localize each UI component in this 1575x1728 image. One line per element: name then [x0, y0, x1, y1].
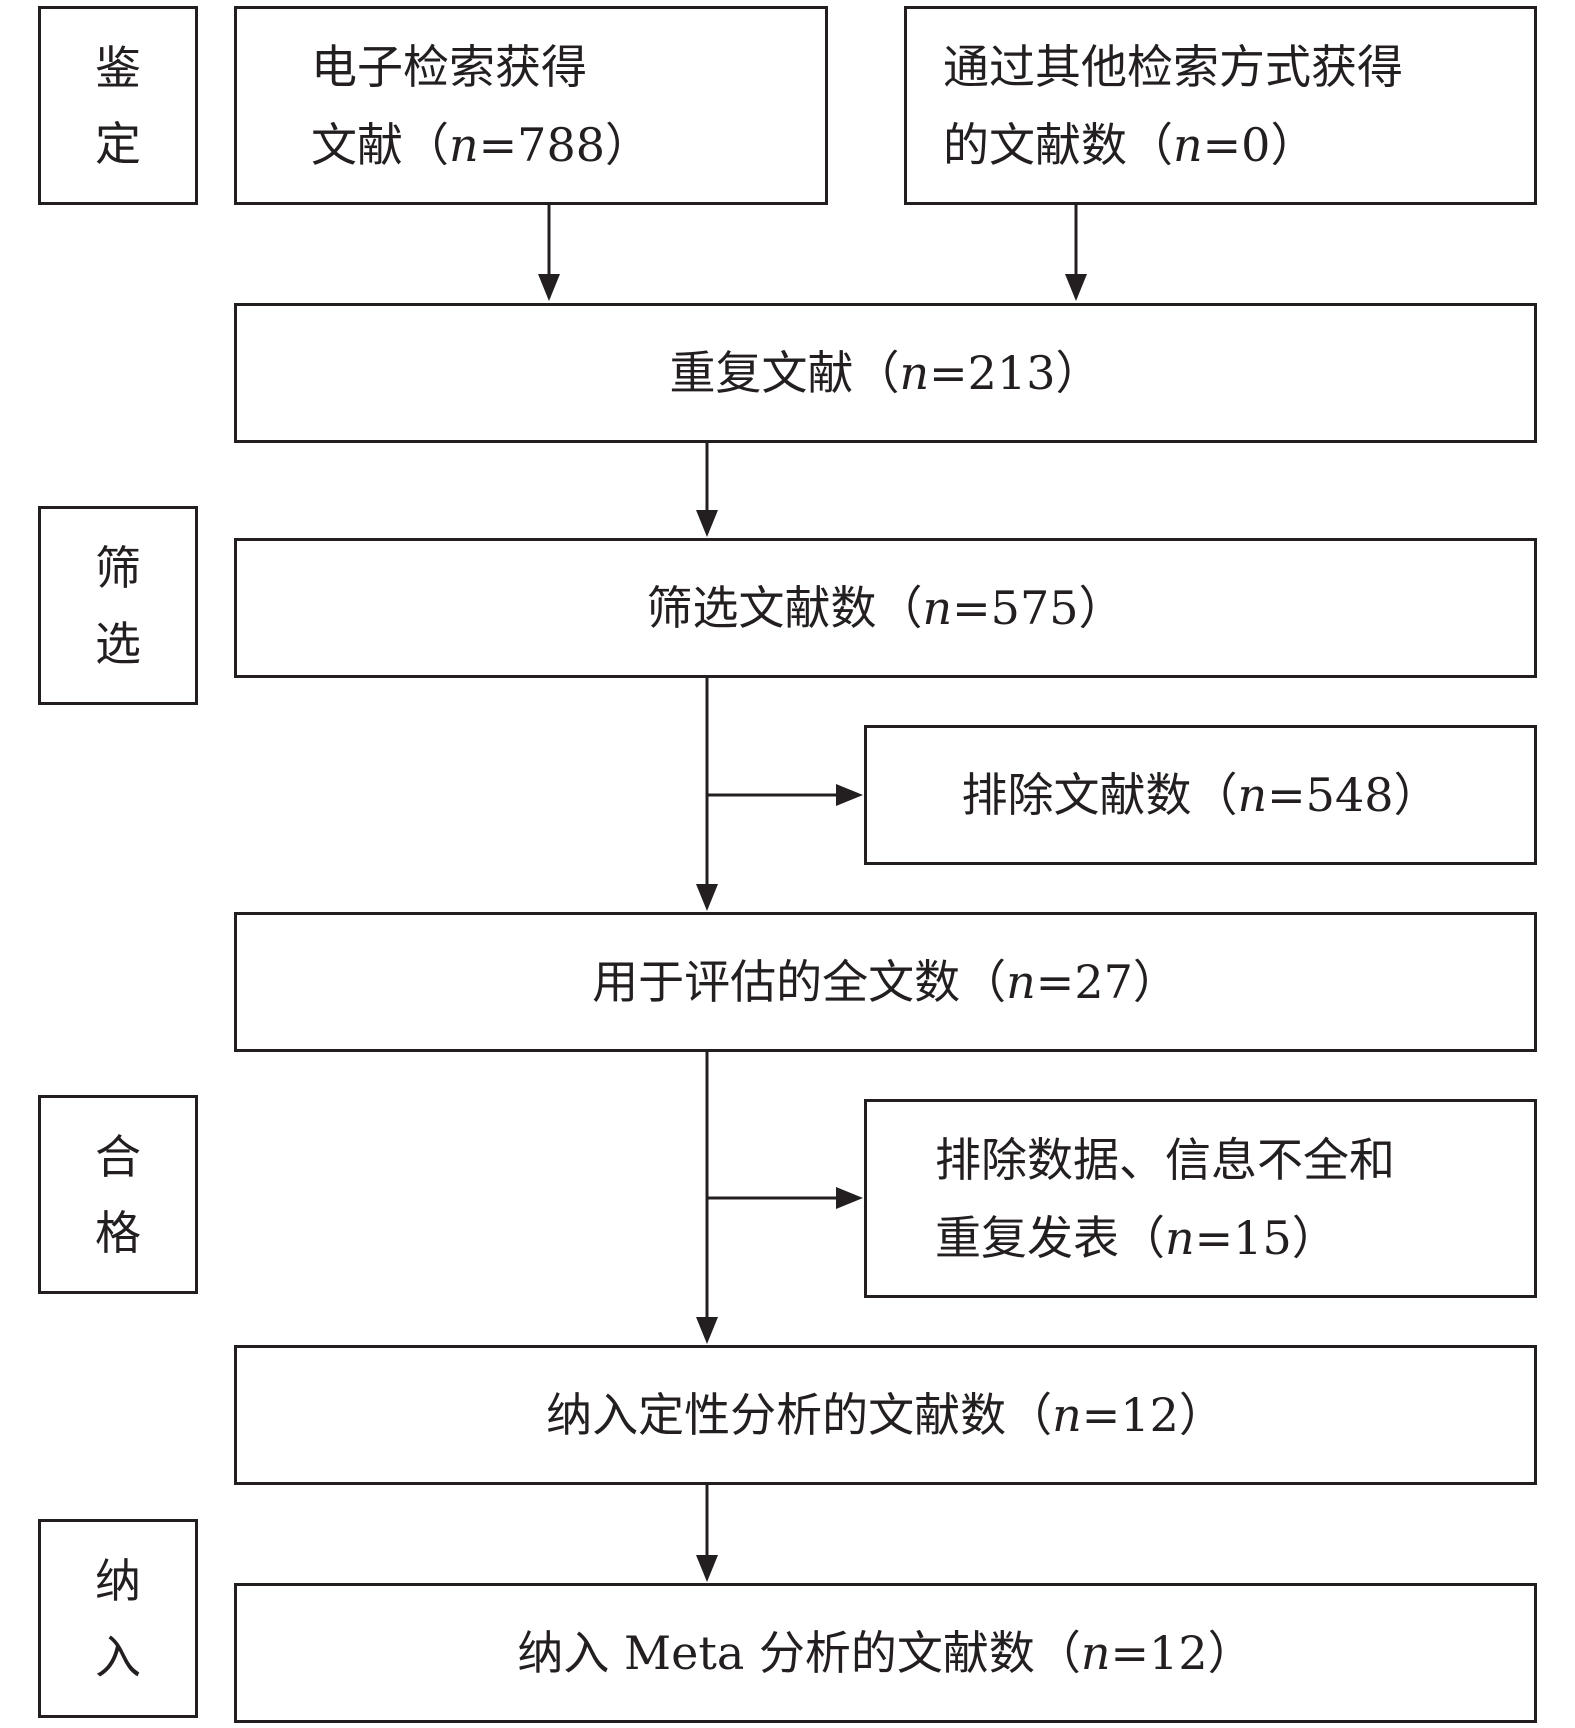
arrowhead — [696, 1317, 718, 1344]
node-text: 用于评估的全文数（n=27） — [592, 955, 1179, 1009]
stage-char: 筛 — [95, 540, 141, 595]
node-text: 排除文献数（n=548） — [961, 768, 1440, 822]
node-text: 重复文献（n=213） — [669, 346, 1102, 400]
excluded-fulltext-box: 排除数据、信息不全和 重复发表（n=15） — [864, 1099, 1537, 1298]
qualitative-box: 纳入定性分析的文献数（n=12） — [234, 1345, 1537, 1485]
stage-eligibility: 合 格 — [38, 1095, 198, 1294]
node-text: 排除数据、信息不全和 重复发表（n=15） — [935, 1132, 1395, 1265]
stage-char: 纳 — [95, 1553, 141, 1608]
stage-char: 选 — [95, 616, 141, 671]
stage-char: 合 — [95, 1129, 141, 1184]
node-text: 纳入 Meta 分析的文献数（n=12） — [517, 1626, 1254, 1680]
meta-analysis-box: 纳入 Meta 分析的文献数（n=12） — [234, 1583, 1537, 1723]
stage-char: 定 — [95, 116, 141, 171]
node-text: 纳入定性分析的文献数（n=12） — [546, 1388, 1225, 1442]
stage-included: 纳 入 — [38, 1519, 198, 1718]
stage-char: 入 — [95, 1629, 141, 1684]
stage-identification: 鉴 定 — [38, 6, 198, 205]
node-text: 通过其他检索方式获得 的文献数（n=0） — [943, 39, 1403, 172]
node-text: 筛选文献数（n=575） — [646, 581, 1125, 635]
arrowhead — [836, 1187, 863, 1209]
other-search-box: 通过其他检索方式获得 的文献数（n=0） — [904, 6, 1537, 205]
arrowhead — [696, 1555, 718, 1582]
arrowhead — [836, 784, 863, 806]
stage-char: 格 — [95, 1205, 141, 1260]
arrowhead — [538, 274, 560, 301]
stage-char: 鉴 — [95, 40, 141, 95]
arrowhead — [696, 884, 718, 911]
screened-box: 筛选文献数（n=575） — [234, 538, 1537, 678]
arrowhead — [696, 510, 718, 537]
duplicates-box: 重复文献（n=213） — [234, 303, 1537, 443]
node-text: 电子检索获得 文献（n=788） — [311, 39, 651, 172]
excluded-screening-box: 排除文献数（n=548） — [864, 725, 1537, 865]
stage-screening: 筛 选 — [38, 506, 198, 705]
arrowhead — [1065, 274, 1087, 301]
electronic-search-box: 电子检索获得 文献（n=788） — [234, 6, 828, 205]
full-text-box: 用于评估的全文数（n=27） — [234, 912, 1537, 1052]
